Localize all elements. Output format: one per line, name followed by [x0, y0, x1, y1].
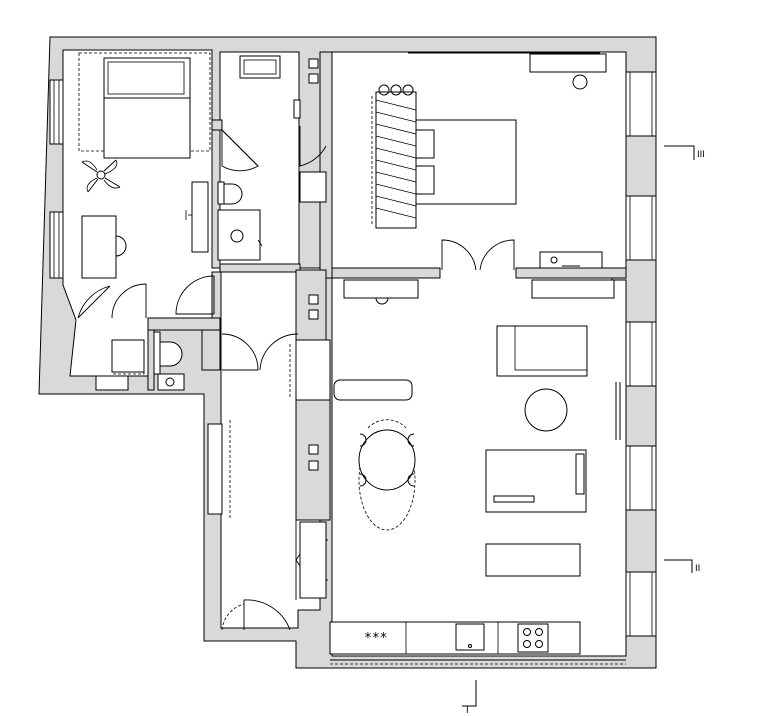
section-mark-3: I: [462, 680, 477, 716]
bedroom: [371, 53, 607, 271]
section-mark-1-label: III: [697, 150, 705, 160]
washbasin: [157, 373, 185, 391]
kitchen-counter: ***: [329, 621, 581, 655]
tv-unit: [485, 543, 581, 577]
ceiling-fan-icon: [81, 159, 121, 193]
bench: [333, 379, 413, 401]
stove-icon: [517, 623, 549, 653]
living-room: ***: [329, 279, 621, 655]
shower: [217, 209, 261, 261]
section-mark-3-label: I: [466, 706, 469, 716]
desk: [81, 215, 117, 279]
bathroom-lower: [153, 331, 185, 391]
toilet-icon: [223, 183, 243, 205]
guest-room: [78, 52, 211, 279]
wardrobe: [191, 181, 209, 253]
utility-alcove: [95, 339, 145, 391]
doors-left: [77, 128, 259, 319]
hob-label: ***: [364, 631, 387, 646]
toilet-icon-2: [159, 341, 183, 367]
section-markers: III II I: [462, 145, 705, 716]
armchair-striped: [371, 84, 417, 229]
section-mark-2-label: II: [695, 564, 700, 574]
tv-console: [539, 251, 603, 269]
coat-rack: [207, 423, 223, 515]
coffee-table: [524, 388, 568, 432]
section-mark-2: II: [664, 559, 700, 574]
sink: [239, 55, 281, 79]
dresser: [529, 53, 607, 73]
dining-table: [358, 419, 416, 531]
sofa: [496, 325, 588, 377]
windows: [49, 52, 657, 665]
shaft-squares: [308, 58, 319, 471]
section-mark-1: III: [664, 145, 705, 160]
couch: [485, 449, 587, 513]
shelf: [343, 279, 419, 299]
kitchen-sink: [455, 623, 485, 651]
corridor-doors: [207, 333, 331, 631]
bathroom-upper: [217, 55, 327, 261]
